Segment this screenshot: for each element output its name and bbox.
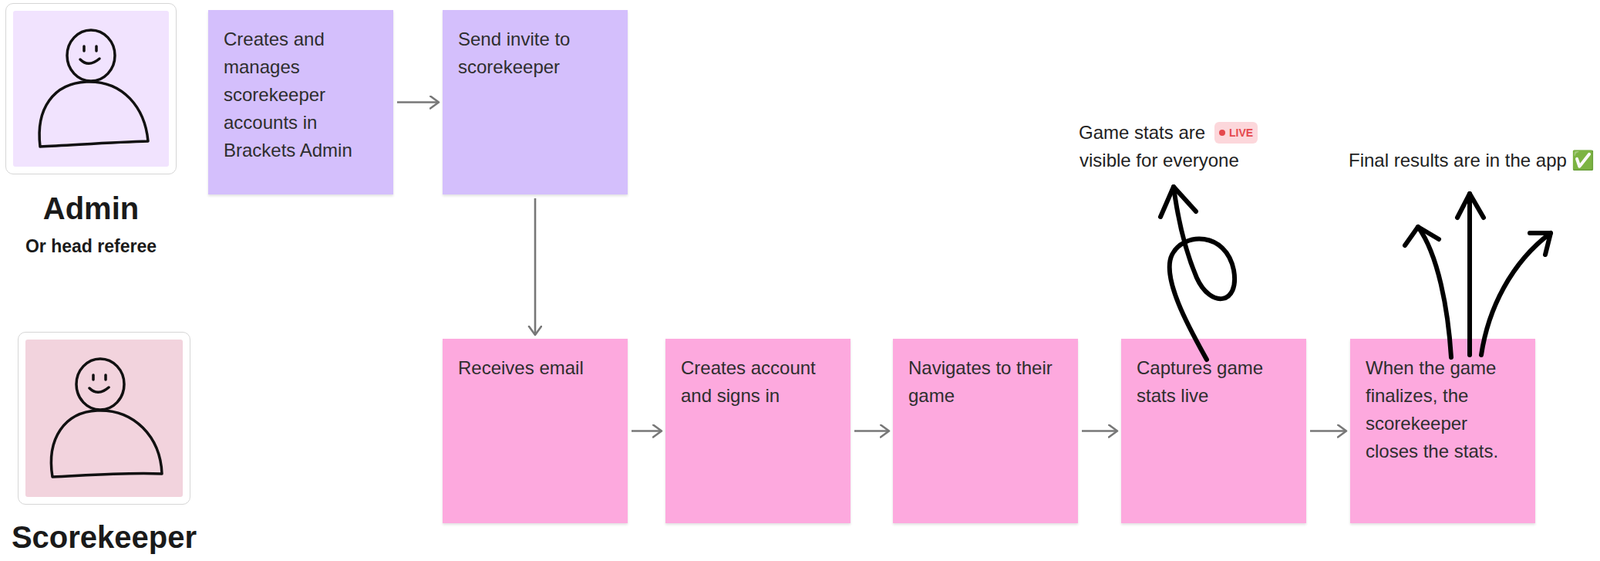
sticky-note: Navigates to their game — [892, 338, 1078, 523]
sketch-arrow — [1467, 193, 1472, 355]
figure-smile — [89, 387, 109, 392]
annotation: visible for everyone — [1079, 148, 1240, 172]
note-text: Send invite to scorekeeper — [458, 25, 611, 81]
note-text: Navigates to their game — [908, 353, 1062, 410]
annotation: Game stats are — [1078, 121, 1206, 145]
actor-card: AdminOr head referee — [5, 3, 177, 175]
figure-smile — [80, 58, 100, 64]
actor-card: Scorekeeper — [17, 331, 191, 505]
actor-subtitle: Or head referee — [0, 234, 223, 258]
sticky-note: Creates and manages scorekeeper accounts… — [208, 10, 394, 195]
figure-body — [39, 81, 149, 147]
avatar-fill — [13, 10, 169, 167]
note-text: Creates and manages scorekeeper accounts… — [223, 25, 377, 165]
avatar-fill — [25, 339, 183, 497]
scorekeeper-figure — [50, 358, 162, 477]
figure-eyes — [84, 46, 97, 51]
badge-text: LIVE — [1229, 121, 1254, 144]
figure-head — [76, 358, 125, 410]
sketch-arrow-head — [1457, 193, 1484, 218]
note-text: Receives email — [458, 353, 611, 382]
live-dot — [1219, 129, 1226, 136]
flow-arrow — [1310, 429, 1347, 432]
sticky-note: Captures game stats live — [1121, 338, 1307, 523]
actor-name: Scorekeeper — [0, 518, 236, 556]
figure-eyes — [93, 374, 106, 380]
note-text: Captures game stats live — [1136, 353, 1290, 410]
annotation: Final results are in the app ✅ — [1348, 148, 1596, 172]
flow-arrow — [631, 429, 662, 432]
sticky-note: Receives email — [442, 338, 628, 523]
note-text: Creates account and signs in — [680, 353, 834, 410]
figure-head — [67, 30, 115, 81]
flow-arrow — [1081, 429, 1118, 432]
sketch-arrow-head — [1529, 232, 1551, 255]
figure-body — [50, 410, 162, 477]
sketch-arrow-head — [1404, 226, 1439, 246]
sketch-arrow — [1481, 232, 1551, 355]
admin-figure — [39, 30, 149, 147]
sticky-note: Creates account and signs in — [665, 338, 851, 523]
flow-arrow — [397, 101, 439, 104]
sticky-note: Send invite to scorekeeper — [442, 10, 628, 195]
sticky-note: When the game finalizes, the scorekeeper… — [1350, 338, 1536, 523]
actor-name: Admin — [0, 189, 223, 227]
sketch-arrow — [1418, 226, 1452, 358]
live-badge: LIVE — [1214, 121, 1258, 144]
sketch-arrow-head — [1160, 186, 1196, 217]
flow-arrow — [534, 198, 537, 335]
note-text: When the game finalizes, the scorekeeper… — [1365, 353, 1519, 465]
sketch-loop-arrow — [1169, 186, 1235, 360]
flow-arrow — [854, 429, 890, 432]
